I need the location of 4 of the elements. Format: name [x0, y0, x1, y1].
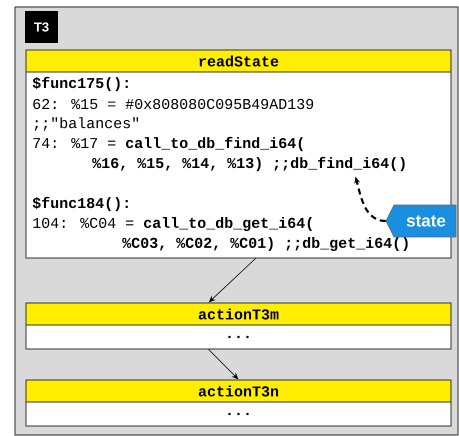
- code-box: actionT3m ...: [26, 302, 452, 350]
- arrow: [208, 349, 238, 380]
- tag: state: [386, 204, 456, 238]
- code-box: actionT3n ...: [26, 380, 452, 426]
